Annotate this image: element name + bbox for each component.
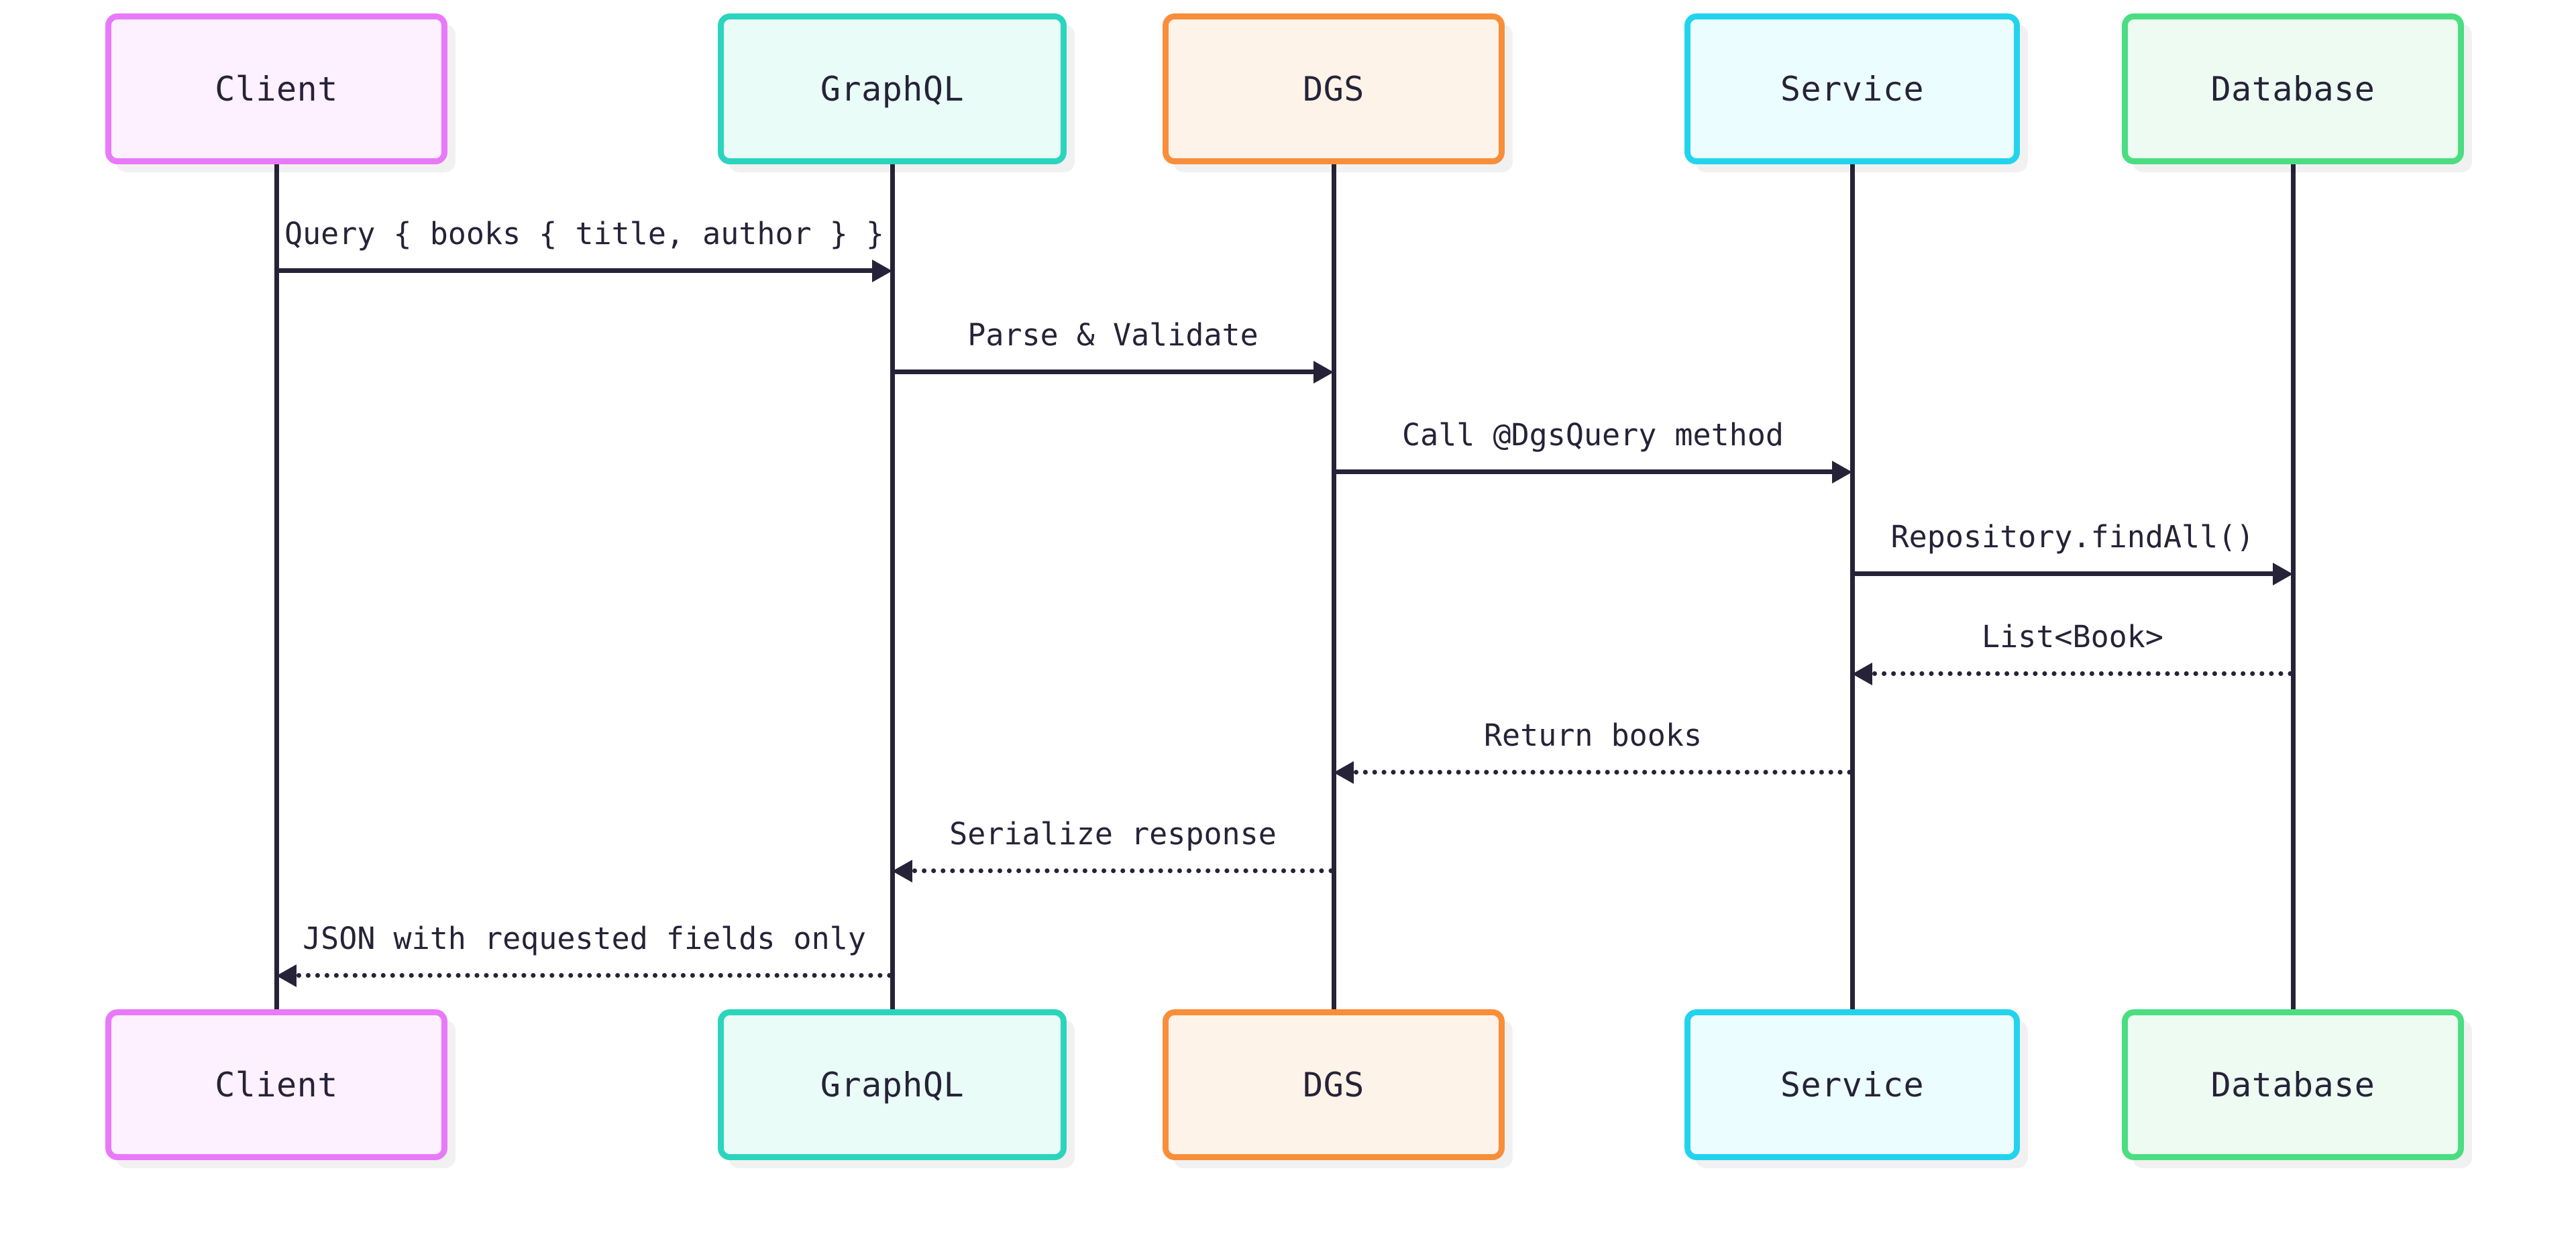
message-label-7: Serialize response [949, 816, 1277, 852]
actor-box-database-bottom[interactable]: Database [2122, 1009, 2464, 1160]
arrow-head-8 [276, 964, 297, 987]
actor-box-service-bottom[interactable]: Service [1684, 1009, 2020, 1160]
arrow-head-6 [1334, 761, 1354, 784]
arrow-head-3 [1832, 461, 1852, 484]
message-label-6: Return books [1483, 718, 1703, 753]
message-label-1: Query { books { title, author } } [284, 216, 885, 251]
lifeline-client [274, 164, 279, 1013]
message-line-5 [1872, 671, 2293, 676]
message-line-8 [297, 973, 892, 978]
actor-box-dgs-bottom[interactable]: DGS [1163, 1009, 1505, 1160]
actor-box-database-top[interactable]: Database [2122, 13, 2464, 164]
message-label-2: Parse & Validate [967, 317, 1258, 353]
actor-box-dgs-top[interactable]: DGS [1163, 13, 1505, 164]
message-line-2 [892, 370, 1313, 374]
actor-label-client: Client [215, 69, 338, 109]
message-line-4 [1852, 571, 2273, 576]
actor-label-service: Service [1780, 1065, 1925, 1104]
message-line-7 [912, 868, 1334, 873]
message-line-1 [276, 268, 872, 273]
message-line-3 [1334, 469, 1832, 474]
arrow-head-1 [872, 260, 892, 282]
actor-box-client-bottom[interactable]: Client [105, 1009, 447, 1160]
actor-label-service: Service [1780, 69, 1925, 109]
actor-box-client-top[interactable]: Client [105, 13, 447, 164]
arrow-head-4 [2273, 563, 2293, 585]
actor-label-database: Database [2210, 69, 2375, 109]
arrow-head-7 [892, 860, 912, 883]
arrow-head-2 [1313, 361, 1334, 384]
actor-label-database: Database [2210, 1065, 2375, 1104]
arrow-head-5 [1852, 663, 1872, 685]
actor-box-graphql-bottom[interactable]: GraphQL [718, 1009, 1067, 1160]
message-label-3: Call @DgsQuery method [1402, 417, 1784, 453]
actor-label-dgs: DGS [1303, 1065, 1364, 1104]
message-label-8: JSON with requested fields only [303, 921, 866, 956]
message-label-4: Repository.findAll() [1890, 519, 2255, 555]
actor-box-service-top[interactable]: Service [1684, 13, 2020, 164]
actor-box-graphql-top[interactable]: GraphQL [718, 13, 1067, 164]
message-line-6 [1354, 770, 1852, 775]
lifeline-database [2291, 164, 2296, 1013]
actor-label-graphql: GraphQL [820, 69, 965, 109]
actor-label-dgs: DGS [1303, 69, 1364, 109]
actor-label-client: Client [215, 1065, 338, 1104]
lifeline-service [1850, 164, 1855, 1013]
lifeline-dgs [1332, 164, 1336, 1013]
actor-label-graphql: GraphQL [820, 1065, 965, 1104]
lifeline-graphql [890, 164, 895, 1013]
message-label-5: List<Book> [1982, 619, 2163, 655]
